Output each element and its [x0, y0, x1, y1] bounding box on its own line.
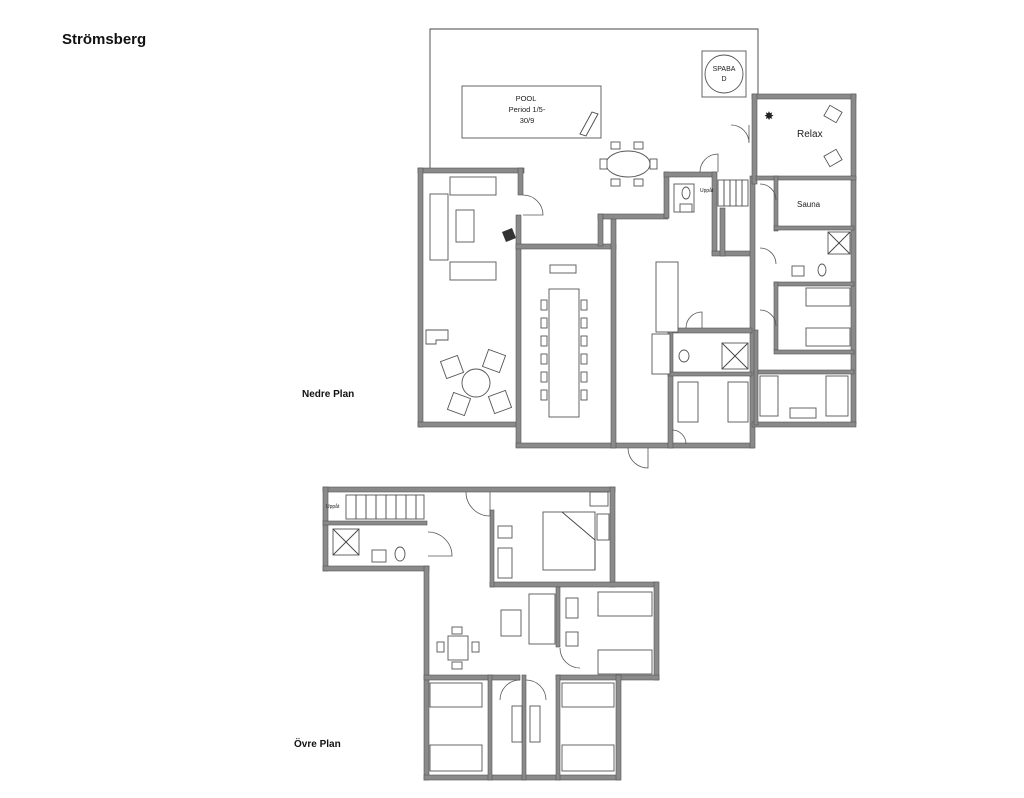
- door: [685, 311, 703, 329]
- chair: [436, 641, 445, 653]
- dining-table: [447, 635, 469, 661]
- beds-lower: [677, 287, 851, 423]
- stairs-lower: [717, 179, 749, 207]
- lower-floor: POOL Period 1/5- 30/9 SPABA D: [417, 28, 857, 469]
- chair: [596, 513, 610, 541]
- door: [522, 194, 544, 216]
- floor-label-lower: Nedre Plan: [302, 389, 355, 400]
- toilet-icon: [817, 263, 827, 277]
- sink-icon: [791, 265, 805, 277]
- door: [627, 447, 649, 469]
- chair: [451, 661, 463, 670]
- pool-date-label: 30/9: [520, 116, 535, 125]
- door: [759, 247, 777, 265]
- toilet-icon: [678, 349, 690, 363]
- door: [759, 183, 777, 201]
- lounge-chair: [823, 148, 843, 168]
- double-bed: [542, 511, 596, 571]
- pool-ladder-icon: [579, 111, 599, 137]
- stairs-upper: [345, 494, 425, 520]
- toilet-icon: [681, 186, 691, 200]
- nightstand: [589, 491, 609, 507]
- outdoor-chair: [610, 141, 621, 150]
- spa-label-1: SPABA: [713, 66, 736, 73]
- fireplace-icon: [502, 228, 516, 242]
- sink-icon: [371, 549, 387, 563]
- page-title: Strömsberg: [62, 31, 147, 48]
- chair: [471, 641, 480, 653]
- chair: [425, 329, 449, 345]
- door: [525, 679, 547, 701]
- relax-label: Relax: [797, 129, 823, 140]
- pool-deck-outline: [429, 28, 759, 168]
- sideboard: [549, 264, 577, 274]
- pool-period-label: Period 1/5-: [509, 105, 546, 114]
- outdoor-chair: [633, 178, 644, 187]
- outdoor-table: [605, 150, 651, 178]
- round-table: [461, 368, 491, 398]
- sofa: [429, 193, 449, 261]
- dining-chairs: [540, 299, 588, 401]
- upper-floor: Uppåt: [322, 486, 660, 781]
- spa-tub: [704, 54, 744, 94]
- armchair: [439, 354, 465, 380]
- sofa: [449, 261, 497, 281]
- chair: [451, 626, 463, 635]
- nightstand: [497, 525, 513, 539]
- sink-icon: [679, 203, 693, 213]
- armchair: [446, 391, 472, 417]
- spa-label-2: D: [721, 76, 726, 83]
- pool-label: POOL: [516, 94, 537, 103]
- armchair: [487, 389, 513, 415]
- armchair: [481, 348, 507, 374]
- outdoor-chair: [649, 158, 658, 170]
- door: [699, 153, 719, 173]
- sofa: [449, 176, 497, 196]
- door: [427, 531, 453, 557]
- stairs-lower-label: Uppåt: [700, 187, 714, 194]
- door: [465, 491, 491, 517]
- bed-cover: [561, 511, 596, 570]
- door: [559, 647, 581, 669]
- dining-table: [548, 288, 580, 418]
- outdoor-chair: [610, 178, 621, 187]
- outdoor-chair: [599, 158, 608, 170]
- pool: [461, 85, 602, 139]
- door: [499, 679, 521, 701]
- door: [730, 124, 750, 144]
- stove: [651, 333, 671, 375]
- beds-upper: [429, 591, 653, 772]
- sauna-label: Sauna: [797, 200, 821, 209]
- sofa: [528, 593, 556, 645]
- door: [671, 429, 687, 445]
- toilet-icon: [394, 546, 406, 562]
- door: [759, 309, 777, 327]
- coffee-table: [500, 609, 522, 637]
- floor-label-upper: Övre Plan: [294, 739, 341, 750]
- stairs-upper-label: Uppåt: [326, 503, 340, 510]
- plant-icon: ✸: [764, 109, 774, 123]
- lounge-chair: [823, 104, 843, 124]
- coffee-table: [455, 209, 475, 243]
- kitchen-counter: [655, 261, 679, 333]
- wardrobe: [497, 547, 513, 579]
- outdoor-chair: [633, 141, 644, 150]
